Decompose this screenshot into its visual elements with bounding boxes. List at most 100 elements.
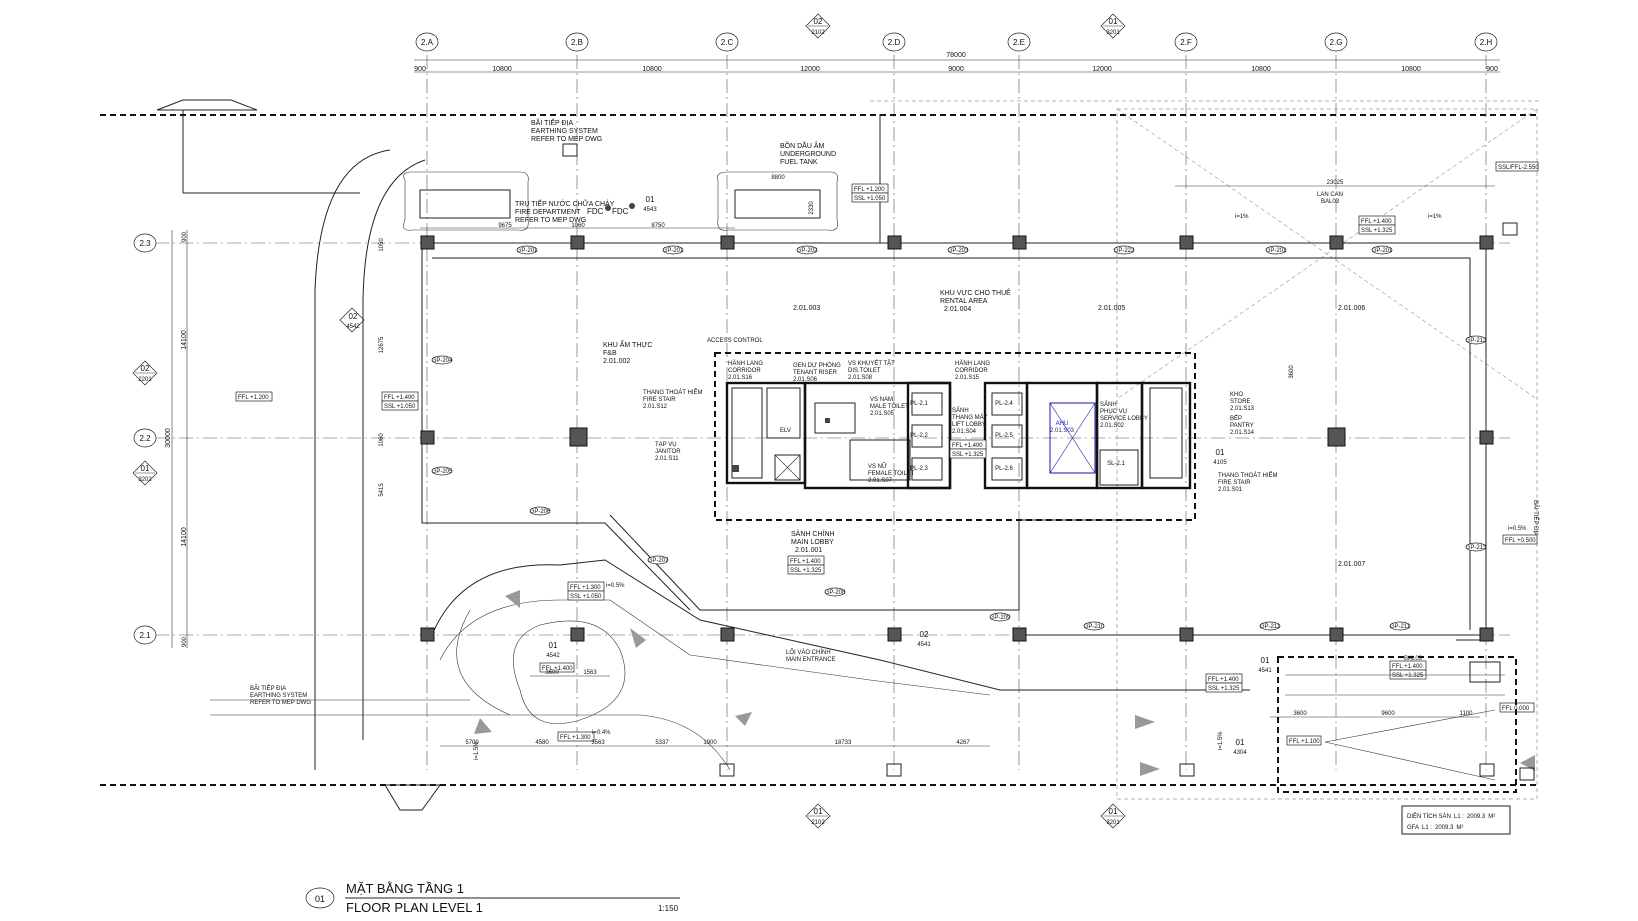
column bbox=[1479, 627, 1494, 642]
glazing-tag: GP-201 bbox=[1371, 245, 1393, 255]
drawing-title: 01 MẶT BẰNG TẦNG 1 FLOOR PLAN LEVEL 1 1:… bbox=[305, 881, 680, 915]
marker-num: 01 bbox=[549, 641, 558, 650]
dim-text: 10800 bbox=[642, 66, 662, 73]
dim-text: 3600 bbox=[1289, 365, 1295, 379]
marker-sheet: 3202 bbox=[138, 477, 152, 483]
level-text: SSL +1.050 bbox=[854, 196, 886, 202]
column bbox=[1479, 430, 1494, 445]
marker-sheet: 4304 bbox=[1233, 750, 1247, 756]
column bbox=[1329, 627, 1344, 642]
level-tag: FFL +1.400 bbox=[539, 662, 575, 673]
dim-text: 10800 bbox=[492, 66, 512, 73]
grid-label: 2.3 bbox=[139, 239, 151, 248]
local-dimensions: 23025 3600 9600 1100 5700 4580 3563 5337… bbox=[379, 175, 1495, 747]
level-tag: SSL +1.325 bbox=[949, 448, 987, 459]
grid-bubble-2c: 2.C bbox=[715, 32, 739, 52]
dim-text: 10800 bbox=[1401, 66, 1421, 73]
column-grid-bubbles: 2.A 2.B 2.C 2.D 2.E 2.F 2.G 2.H 2.3 2.2 … bbox=[133, 32, 1498, 645]
level-tag: SSL +1.325 bbox=[1205, 682, 1243, 693]
lift-label: PL-2.4 bbox=[995, 401, 1013, 407]
grid-label: 2.2 bbox=[139, 434, 151, 443]
dim-text: 3600 bbox=[1293, 711, 1307, 717]
dim-text: 900 bbox=[182, 231, 188, 242]
lift-label: PL-2.2 bbox=[910, 433, 928, 439]
left-dimensions: 30000 900 14100 14100 900 bbox=[165, 230, 188, 648]
earthing-side-label: BÃI TIẾP ĐỊA bbox=[1532, 500, 1539, 536]
direction-arrow-icon bbox=[1520, 755, 1535, 771]
tag-text: GP-211 bbox=[1390, 624, 1411, 630]
dim-text: 23025 bbox=[1327, 180, 1344, 186]
level-tag: SSL +1.325 bbox=[787, 564, 825, 575]
title-vietnamese: MẶT BẰNG TẦNG 1 bbox=[346, 881, 464, 896]
grid-label: 2.1 bbox=[139, 631, 151, 640]
column bbox=[887, 235, 902, 250]
lift-label: PL-2.1 bbox=[910, 401, 928, 407]
slope-text: i=1% bbox=[1428, 214, 1442, 220]
drains bbox=[719, 222, 1535, 781]
dim-text: 1050 bbox=[379, 238, 385, 252]
dim-text: 4580 bbox=[535, 740, 549, 746]
dim-text: 12000 bbox=[1092, 66, 1112, 73]
detail-marker: 01 4542 bbox=[546, 641, 560, 659]
dim-text: 900 bbox=[1486, 66, 1498, 73]
grid-bubble-2a: 2.A bbox=[415, 32, 439, 52]
level-tag: FFL +1.400 bbox=[949, 439, 987, 450]
direction-arrow-icon bbox=[735, 712, 752, 726]
column bbox=[1179, 235, 1194, 250]
dim-text: 8800 bbox=[771, 175, 785, 181]
dim-text: 1900 bbox=[703, 740, 717, 746]
slope-text: i=1.5% bbox=[1218, 731, 1224, 750]
column bbox=[570, 235, 585, 250]
column bbox=[720, 235, 735, 250]
glazing-tag: GP-207 bbox=[647, 555, 669, 565]
direction-arrows bbox=[474, 590, 1535, 776]
marker-num: 01 bbox=[814, 807, 823, 816]
drain-grate-icon bbox=[1502, 222, 1518, 236]
marker-sheet: 3201 bbox=[1106, 30, 1120, 36]
level-text: FFL +1.100 bbox=[1289, 739, 1320, 745]
tag-text: GP-203 bbox=[948, 248, 969, 254]
level-tag: FFL +0.500 bbox=[1502, 534, 1538, 545]
dim-text: 9000 bbox=[948, 66, 964, 73]
marker-num: 02 bbox=[141, 364, 150, 373]
grid-label: 2.C bbox=[721, 38, 734, 47]
fdc-label: FDC bbox=[587, 207, 604, 216]
tag-text: GP-204 bbox=[432, 358, 453, 364]
tag-text: GP-206 bbox=[530, 509, 551, 515]
column bbox=[420, 430, 435, 445]
column bbox=[1012, 627, 1027, 642]
site-boundary bbox=[100, 99, 1540, 811]
drawing-scale: 1:150 bbox=[658, 904, 679, 913]
marker-num: 01 bbox=[1109, 17, 1118, 26]
column bbox=[1179, 627, 1194, 642]
driveway bbox=[210, 149, 1250, 771]
dim-text: 1060 bbox=[379, 433, 385, 447]
marker-sheet: 4542 bbox=[546, 653, 560, 659]
dim-text: 5337 bbox=[655, 740, 669, 746]
glazing-tag: GP-203 bbox=[947, 245, 969, 255]
level-text: FFL +1.400 bbox=[1361, 219, 1392, 225]
dim-text: 3600 bbox=[545, 670, 559, 676]
tag-text: GP-211 bbox=[1260, 624, 1281, 630]
level-text: FFL +1.200 bbox=[238, 395, 269, 401]
level-tag: FFL +1.200 bbox=[235, 391, 273, 402]
columns bbox=[420, 235, 1494, 642]
level-text: FFL +1.200 bbox=[854, 187, 885, 193]
glazing-tag: GP-201 bbox=[516, 245, 538, 255]
dim-text: 18733 bbox=[835, 740, 852, 746]
grid-bubble-2b: 2.B bbox=[565, 32, 589, 52]
marker-num: 01 bbox=[1261, 656, 1270, 665]
glazing-tag: GP-202 bbox=[796, 245, 818, 255]
level-tags: FFL +1.200 FFL +1.200 SSL +1.050 FFL +1.… bbox=[235, 161, 1539, 760]
